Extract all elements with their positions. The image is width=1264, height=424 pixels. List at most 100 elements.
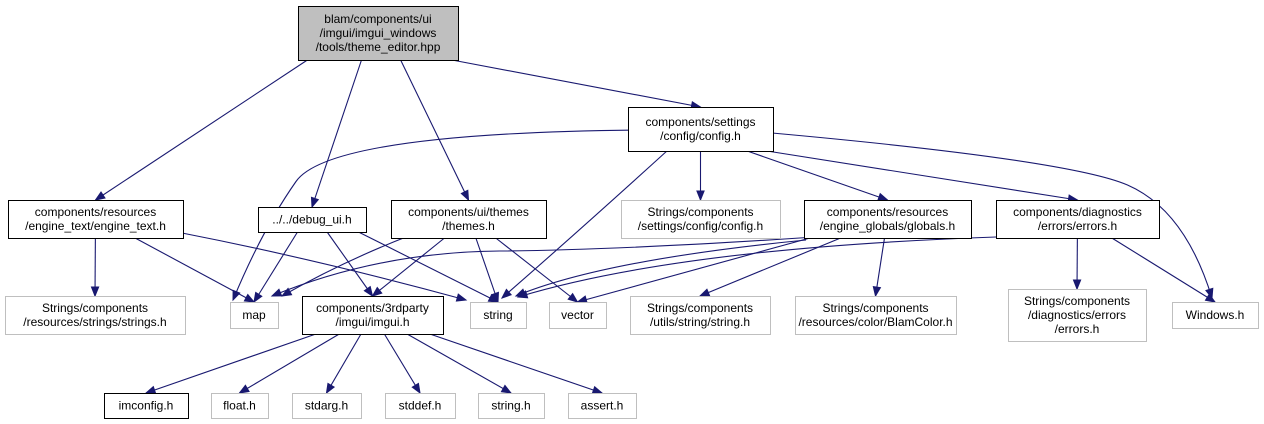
node-box <box>1172 302 1259 329</box>
node-label: /errors.h <box>1055 322 1100 336</box>
edge-line <box>253 231 298 303</box>
node-themes[interactable]: components/ui/themes/themes.h <box>391 200 547 239</box>
edge-themes-to-map <box>280 236 407 297</box>
node-str_color[interactable]: Strings/components/resources/color/BlamC… <box>795 296 957 335</box>
edge-arrowhead <box>591 385 604 395</box>
edge-line <box>134 237 255 303</box>
node-box <box>1008 289 1147 342</box>
edge-arrowhead <box>310 196 320 209</box>
node-stdarg[interactable]: stdarg.h <box>292 393 362 419</box>
edge-arrowhead <box>490 291 499 304</box>
node-engine_text[interactable]: components/resources/engine_text/engine_… <box>8 200 184 239</box>
node-box <box>391 200 547 239</box>
edge-arrowhead <box>270 288 283 297</box>
edge-arrowhead <box>90 286 100 298</box>
edges-layer <box>90 59 1217 395</box>
node-vector[interactable]: vector <box>549 302 607 329</box>
edge-line <box>271 236 816 297</box>
edge-arrowhead <box>567 292 579 303</box>
node-label: /engine_globals/globals.h <box>820 219 955 233</box>
node-box <box>478 393 545 419</box>
node-label: components/settings <box>645 115 755 129</box>
node-imgui[interactable]: components/3rdparty/imgui/imgui.h <box>302 296 444 335</box>
node-config[interactable]: components/settings/config/config.h <box>628 107 774 152</box>
node-float[interactable]: float.h <box>211 393 269 419</box>
node-box <box>630 296 771 335</box>
node-label: string <box>483 308 512 322</box>
edge-arrowhead <box>232 289 241 302</box>
edge-config-to-globals <box>747 150 889 201</box>
node-box <box>104 393 189 419</box>
node-box <box>298 6 459 61</box>
edge-imgui-to-string_h <box>406 333 513 394</box>
node-label: assert.h <box>581 399 624 413</box>
edge-engine_text-to-string <box>181 232 468 302</box>
node-label: components/diagnostics <box>1013 205 1142 219</box>
node-label: blam/components/ui <box>324 12 431 26</box>
node-label: string.h <box>491 399 530 413</box>
node-string[interactable]: string <box>470 302 527 329</box>
edge-arrowhead <box>363 285 374 298</box>
edge-root-to-config <box>451 59 702 110</box>
node-label: /engine_text/engine_text.h <box>25 219 166 233</box>
edge-line <box>406 333 512 394</box>
node-string_h[interactable]: string.h <box>478 393 545 419</box>
edge-arrowhead <box>325 382 336 395</box>
edge-arrowhead <box>698 288 711 297</box>
node-label: /themes.h <box>442 219 495 233</box>
node-imconfig[interactable]: imconfig.h <box>104 393 189 419</box>
node-stddef[interactable]: stddef.h <box>385 393 456 419</box>
node-label: /imgui/imgui.h <box>335 315 409 329</box>
edge-arrowhead <box>238 384 250 394</box>
edge-line <box>517 236 997 298</box>
node-label: float.h <box>223 399 256 413</box>
node-box <box>568 393 637 419</box>
node-str_errors[interactable]: Strings/components/diagnostics/errors/er… <box>1008 289 1147 342</box>
node-label: components/3rdparty <box>316 301 429 315</box>
node-label: imconfig.h <box>119 399 174 413</box>
edge-root-to-debug_ui <box>310 59 363 209</box>
node-label: /tools/theme_editor.hpp <box>316 40 441 54</box>
edge-line <box>326 333 362 394</box>
node-map[interactable]: map <box>230 302 279 329</box>
node-label: Windows.h <box>1186 308 1245 322</box>
node-label: /resources/color/BlamColor.h <box>798 315 952 329</box>
edge-errors-to-str_errors <box>1072 237 1082 291</box>
edge-line <box>475 237 499 303</box>
edge-arrowhead <box>500 288 513 299</box>
node-str_string[interactable]: Strings/components/utils/string/string.h <box>630 296 771 335</box>
edge-arrowhead <box>696 190 705 202</box>
node-assert[interactable]: assert.h <box>568 393 637 419</box>
node-label: vector <box>561 308 594 322</box>
node-box <box>470 302 527 329</box>
node-str_strings[interactable]: Strings/components/resources/strings/str… <box>5 296 186 335</box>
edge-arrowhead <box>877 192 889 201</box>
node-box <box>549 302 607 329</box>
edge-line <box>515 239 807 297</box>
edge-arrowhead <box>516 290 529 299</box>
edge-line <box>501 149 669 299</box>
edge-arrowhead <box>371 286 383 297</box>
edge-line <box>495 237 578 303</box>
node-box <box>996 200 1160 239</box>
node-windows[interactable]: Windows.h <box>1172 302 1259 329</box>
edge-line <box>239 333 340 394</box>
node-globals[interactable]: components/resources/engine_globals/glob… <box>804 200 972 239</box>
edge-arrowhead <box>455 293 468 302</box>
edge-config-to-windows <box>771 132 1214 300</box>
edge-line <box>326 231 373 297</box>
edge-arrowhead <box>280 287 293 297</box>
node-box <box>230 302 279 329</box>
node-box <box>804 200 972 239</box>
node-debug_ui[interactable]: ../../debug_ui.h <box>258 207 367 233</box>
edge-config-to-errors <box>766 150 1079 203</box>
edge-imgui-to-stdarg <box>325 333 362 395</box>
edge-line <box>181 232 467 301</box>
node-errors[interactable]: components/diagnostics/errors/errors.h <box>996 200 1160 239</box>
edge-engine_text-to-str_strings <box>90 237 100 298</box>
node-str_config[interactable]: Strings/components/settings/config/confi… <box>621 200 781 239</box>
node-label: Strings/components <box>42 301 148 315</box>
edge-globals-to-map <box>270 236 816 297</box>
edge-errors-to-string <box>516 236 997 299</box>
